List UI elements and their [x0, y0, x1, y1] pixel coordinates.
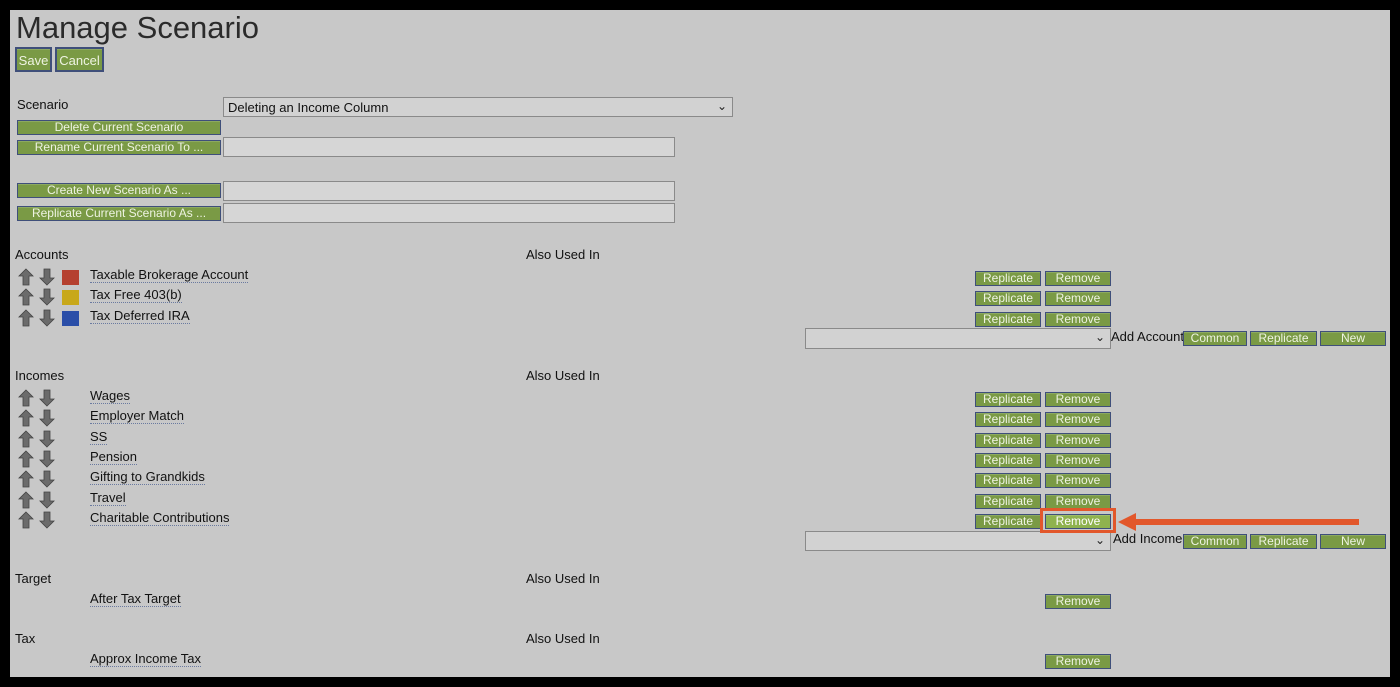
down-arrow-icon[interactable]	[39, 268, 55, 286]
up-arrow-icon[interactable]	[18, 450, 34, 468]
up-arrow-icon[interactable]	[18, 430, 34, 448]
scenario-select[interactable]: Deleting an Income Column ⌄	[223, 97, 733, 117]
down-arrow-icon[interactable]	[39, 430, 55, 448]
incomes-item-name[interactable]: Wages	[90, 388, 130, 404]
page-title: Manage Scenario	[16, 10, 259, 45]
down-arrow-icon[interactable]	[39, 470, 55, 488]
incomes-remove-button[interactable]: Remove	[1045, 493, 1111, 509]
accounts-replicate-button[interactable]: Replicate	[975, 271, 1041, 286]
up-arrow-icon[interactable]	[18, 309, 34, 327]
remove-highlight-box	[1040, 508, 1116, 533]
incomes-replicate-button[interactable]: Replicate	[975, 473, 1041, 489]
manage-scenario-window: Manage Scenario Save Cancel Scenario Del…	[10, 10, 1390, 677]
accounts-replicate-button[interactable]: Replicate	[975, 291, 1041, 307]
incomes-replicate-button[interactable]: Replicate	[975, 392, 1041, 407]
up-arrow-icon[interactable]	[18, 491, 34, 509]
tax-also-used-in: Also Used In	[526, 631, 600, 646]
replicate-scenario-input[interactable]	[223, 203, 675, 223]
add-account-label: Add Account	[1111, 329, 1184, 344]
target-remove-button[interactable]: Remove	[1045, 594, 1111, 609]
scenario-label: Scenario	[17, 97, 69, 112]
add-account-common-button[interactable]: Common	[1183, 331, 1247, 346]
up-arrow-icon[interactable]	[18, 470, 34, 488]
scenario-selected-value: Deleting an Income Column	[228, 100, 389, 115]
incomes-also-used-in: Also Used In	[526, 368, 600, 383]
incomes-remove-button[interactable]: Remove	[1045, 473, 1111, 489]
create-scenario-input[interactable]	[223, 181, 675, 201]
add-account-replicate-button[interactable]: Replicate	[1250, 331, 1317, 346]
incomes-remove-button[interactable]: Remove	[1045, 432, 1111, 448]
cancel-button[interactable]: Cancel	[55, 47, 104, 72]
up-arrow-icon[interactable]	[18, 288, 34, 306]
incomes-item-name[interactable]: Pension	[90, 449, 137, 466]
incomes-header: Incomes	[15, 368, 65, 383]
chevron-down-icon: ⌄	[1094, 330, 1105, 344]
replicate-scenario-button[interactable]: Replicate Current Scenario As ...	[17, 206, 221, 221]
down-arrow-icon[interactable]	[39, 389, 55, 407]
up-arrow-icon[interactable]	[18, 511, 34, 529]
accounts-header: Accounts	[15, 247, 69, 262]
down-arrow-icon[interactable]	[39, 511, 55, 529]
accounts-replicate-button[interactable]: Replicate	[975, 311, 1041, 327]
down-arrow-icon[interactable]	[39, 409, 55, 427]
incomes-replicate-button[interactable]: Replicate	[975, 432, 1041, 448]
incomes-replicate-button[interactable]: Replicate	[975, 453, 1041, 469]
add-account-new-button[interactable]: New	[1320, 331, 1386, 346]
up-arrow-icon[interactable]	[18, 268, 34, 286]
incomes-replicate-button[interactable]: Replicate	[975, 493, 1041, 509]
incomes-remove-button[interactable]: Remove	[1045, 392, 1111, 407]
incomes-item-name[interactable]: Gifting to Grandkids	[90, 469, 205, 486]
save-button[interactable]: Save	[15, 47, 52, 72]
rename-scenario-input[interactable]	[223, 137, 675, 157]
target-header: Target	[15, 571, 52, 586]
up-arrow-icon[interactable]	[18, 389, 34, 407]
target-item-name[interactable]: After Tax Target	[90, 591, 181, 607]
up-arrow-icon[interactable]	[18, 409, 34, 427]
down-arrow-icon[interactable]	[39, 450, 55, 468]
incomes-remove-button[interactable]: Remove	[1045, 514, 1111, 530]
down-arrow-icon[interactable]	[39, 288, 55, 306]
rename-scenario-button[interactable]: Rename Current Scenario To ...	[17, 140, 221, 155]
account-color-swatch[interactable]	[62, 290, 79, 306]
delete-scenario-button[interactable]: Delete Current Scenario	[17, 120, 221, 135]
add-income-label: Add Income	[1113, 531, 1183, 546]
accounts-also-used-in: Also Used In	[526, 247, 600, 262]
accounts-item-name[interactable]: Tax Free 403(b)	[90, 287, 182, 304]
target-also-used-in: Also Used In	[526, 571, 600, 586]
add-income-common-button[interactable]: Common	[1183, 534, 1247, 549]
accounts-remove-button[interactable]: Remove	[1045, 311, 1111, 327]
add-account-select[interactable]: ⌄	[805, 328, 1111, 349]
add-income-new-button[interactable]: New	[1320, 534, 1386, 549]
tax-item-name[interactable]: Approx Income Tax	[90, 651, 202, 667]
accounts-item-name[interactable]: Taxable Brokerage Account	[90, 267, 249, 283]
accounts-remove-button[interactable]: Remove	[1045, 271, 1111, 286]
accounts-remove-button[interactable]: Remove	[1045, 291, 1111, 307]
tax-header: Tax	[15, 631, 36, 646]
incomes-remove-button[interactable]: Remove	[1045, 453, 1111, 469]
chevron-down-icon: ⌄	[716, 99, 727, 113]
add-income-select[interactable]: ⌄	[805, 531, 1111, 551]
incomes-item-name[interactable]: Employer Match	[90, 408, 184, 425]
incomes-replicate-button[interactable]: Replicate	[975, 514, 1041, 530]
account-color-swatch[interactable]	[62, 310, 79, 326]
incomes-item-name[interactable]: Travel	[90, 489, 126, 506]
annotation-arrow	[1118, 513, 1359, 531]
down-arrow-icon[interactable]	[39, 309, 55, 327]
incomes-item-name[interactable]: SS	[90, 428, 108, 445]
incomes-replicate-button[interactable]: Replicate	[975, 412, 1041, 428]
accounts-item-name[interactable]: Tax Deferred IRA	[90, 307, 190, 324]
create-scenario-button[interactable]: Create New Scenario As ...	[17, 183, 221, 198]
add-income-replicate-button[interactable]: Replicate	[1250, 534, 1317, 549]
incomes-remove-button[interactable]: Remove	[1045, 412, 1111, 428]
tax-remove-button[interactable]: Remove	[1045, 654, 1111, 669]
chevron-down-icon: ⌄	[1094, 533, 1105, 547]
incomes-item-name[interactable]: Charitable Contributions	[90, 510, 230, 527]
down-arrow-icon[interactable]	[39, 491, 55, 509]
account-color-swatch[interactable]	[62, 270, 79, 285]
